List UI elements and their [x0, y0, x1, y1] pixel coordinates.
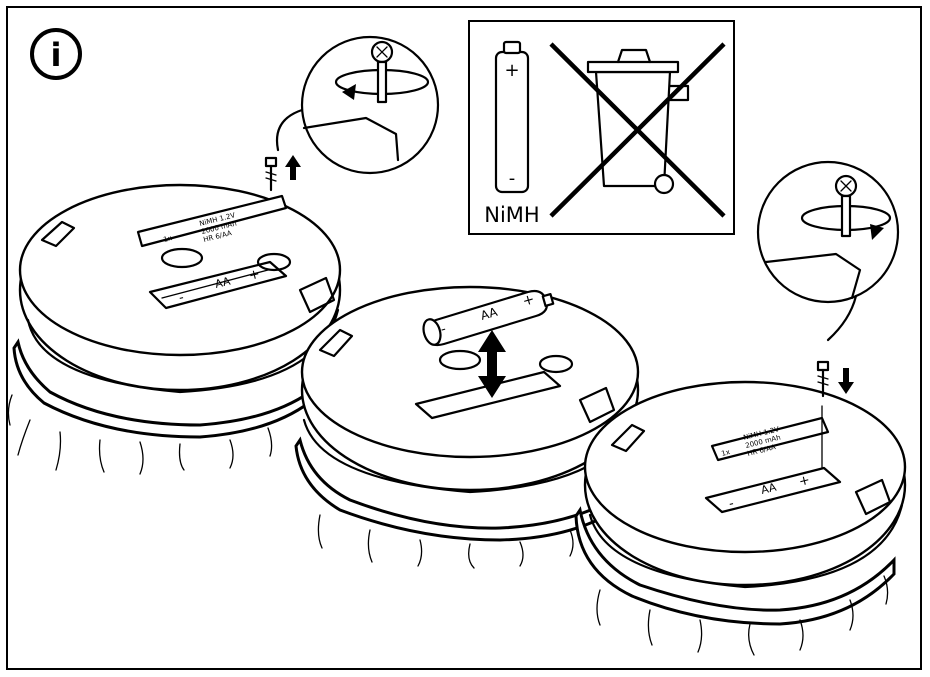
zoom-screw-detail [758, 162, 898, 340]
screw-icon [266, 158, 276, 190]
battery-minus-label: - [509, 168, 516, 189]
disposal-warning-panel: + - NiMH [469, 21, 734, 234]
battery-plus-label: + [504, 60, 519, 81]
nimh-battery-icon: + - [496, 42, 528, 192]
arrow-up-icon [285, 155, 301, 180]
robot-step-2: AA + - [296, 287, 640, 568]
info-icon-glyph: i [51, 36, 62, 74]
battery-chemistry-label: NiMH [484, 203, 539, 227]
info-icon: i [32, 30, 80, 78]
zoom-unscrew-detail [277, 37, 438, 173]
arrow-down-icon [838, 368, 854, 394]
